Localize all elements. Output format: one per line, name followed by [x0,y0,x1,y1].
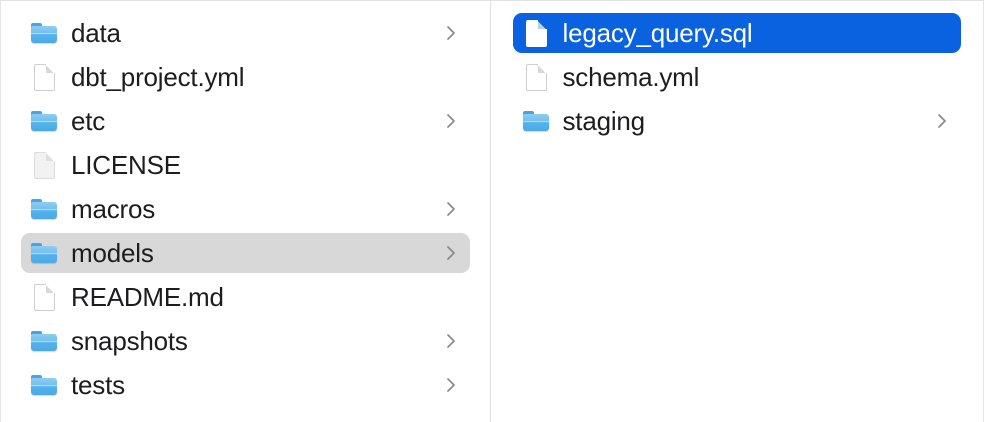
list-item-label: legacy_query.sql [562,18,753,48]
list-item[interactable]: models [21,233,470,273]
folder-icon-glyph [31,375,57,395]
list-item-label: README.md [71,282,224,312]
document-icon-glyph [34,152,55,179]
folder-tab [522,111,534,115]
folder-icon-glyph [522,111,549,131]
folder-body [31,378,57,395]
document-icon [523,62,549,92]
folder-icon-glyph [31,111,57,131]
chevron-right-icon [440,330,462,352]
folder-body [31,334,57,351]
chevron-placeholder [440,66,462,88]
folder-tab [31,199,42,203]
list-item[interactable]: tests [21,365,470,405]
list-item-label: data [71,18,121,48]
folder-icon [31,106,57,136]
list-item[interactable]: schema.yml [513,57,962,97]
chevron-placeholder [440,286,462,308]
folder-icon-glyph [31,331,57,351]
list-item-label: staging [562,106,646,136]
list-item[interactable]: data [21,13,470,53]
folder-icon [31,370,57,400]
folder-icon [522,106,549,136]
folder-tab [31,375,42,379]
folder-body [31,114,57,131]
folder-body [31,26,57,43]
folder-icon [31,194,57,224]
list-item[interactable]: LICENSE [21,145,470,185]
folder-tab [31,331,42,335]
list-item-label: etc [71,106,106,136]
list-item[interactable]: snapshots [21,321,470,361]
list-item[interactable]: dbt_project.yml [21,57,470,97]
document-icon-glyph [34,284,55,311]
folder-tab [31,243,42,247]
folder-body [31,202,57,219]
document-icon [523,18,549,48]
folder-icon-glyph [31,199,57,219]
chevron-right-icon [440,22,462,44]
list-item[interactable]: legacy_query.sql [512,13,961,53]
document-icon-glyph [34,64,55,91]
folder-icon [31,18,57,48]
list-item[interactable]: etc [21,101,470,141]
chevron-right-icon [440,110,462,132]
chevron-placeholder [931,66,953,88]
folder-body [31,246,57,263]
document-plain-icon [31,150,57,180]
folder-body [522,114,549,131]
chevron-placeholder [440,154,462,176]
list-item-label: models [71,238,154,268]
folder-icon-glyph [31,23,57,43]
folder-icon [31,238,57,268]
list-item[interactable]: staging [513,101,962,141]
chevron-right-icon [440,198,462,220]
list-item-label: LICENSE [71,150,181,180]
list-item-label: dbt_project.yml [71,62,245,92]
document-icon [31,282,57,312]
list-item-label: snapshots [71,326,188,356]
list-item[interactable]: macros [21,189,470,229]
document-icon-glyph [525,64,547,91]
list-item[interactable]: README.md [21,277,470,317]
list-item-label: schema.yml [562,62,700,92]
folder-tab [31,23,42,27]
chevron-right-icon [931,110,953,132]
models-directory-column[interactable]: legacy_query.sql schema.yml staging [491,1,984,422]
document-icon [31,62,57,92]
folder-icon [31,326,57,356]
folder-icon-glyph [31,243,57,263]
chevron-placeholder [931,22,953,44]
list-item-label: macros [71,194,156,224]
folder-tab [31,111,42,115]
list-item-label: tests [71,370,125,400]
chevron-right-icon [440,374,462,396]
document-icon-glyph [525,20,547,47]
chevron-right-icon [440,242,462,264]
